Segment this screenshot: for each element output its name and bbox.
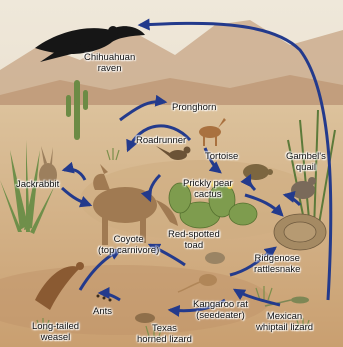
label-kangaroo-rat-line1: Kangaroo rat bbox=[193, 300, 248, 311]
label-tortoise-text: Tortoise bbox=[205, 152, 238, 163]
label-jackrabbit: Jackrabbit bbox=[16, 180, 59, 191]
label-kangaroo-rat-line2: (seedeater) bbox=[193, 311, 248, 322]
label-jackrabbit-text: Jackrabbit bbox=[16, 180, 59, 191]
label-ants: Ants bbox=[93, 307, 112, 318]
label-raven-line2: raven bbox=[84, 64, 135, 75]
label-horned-lizard-line1: Texas bbox=[137, 324, 192, 335]
label-coyote-line1: Coyote bbox=[98, 235, 159, 246]
label-rattlesnake: Ridgenose rattlesnake bbox=[254, 254, 300, 275]
label-quail: Gambel's quail bbox=[286, 152, 326, 173]
label-ants-text: Ants bbox=[93, 307, 112, 318]
label-cactus: Prickly pear cactus bbox=[183, 179, 233, 200]
label-toad-line1: Red-spotted bbox=[168, 230, 220, 241]
label-raven: Chihuahuan raven bbox=[84, 53, 135, 74]
label-cactus-line2: cactus bbox=[183, 190, 233, 201]
label-coyote-line2: (top carnivore) bbox=[98, 246, 159, 257]
label-coyote: Coyote (top carnivore) bbox=[98, 235, 159, 256]
horned-lizard-illustration bbox=[135, 313, 155, 323]
label-weasel-line2: weasel bbox=[32, 333, 79, 344]
label-tortoise: Tortoise bbox=[205, 152, 238, 163]
label-roadrunner: Roadrunner bbox=[136, 136, 186, 147]
label-toad-line2: toad bbox=[168, 241, 220, 252]
label-raven-line1: Chihuahuan bbox=[84, 53, 135, 64]
label-weasel-line1: Long-tailed bbox=[32, 322, 79, 333]
toad-illustration bbox=[205, 252, 225, 264]
rattlesnake-illustration bbox=[274, 214, 326, 250]
label-roadrunner-text: Roadrunner bbox=[136, 136, 186, 147]
label-quail-line1: Gambel's bbox=[286, 152, 326, 163]
label-weasel: Long-tailed weasel bbox=[32, 322, 79, 343]
label-toad: Red-spotted toad bbox=[168, 230, 220, 251]
label-cactus-line1: Prickly pear bbox=[183, 179, 233, 190]
label-horned-lizard: Texas horned lizard bbox=[137, 324, 192, 345]
label-whiptail-line1: Mexican bbox=[256, 312, 313, 323]
label-rattlesnake-line2: rattlesnake bbox=[254, 265, 300, 276]
label-pronghorn: Pronghorn bbox=[172, 103, 216, 114]
label-kangaroo-rat: Kangaroo rat (seedeater) bbox=[193, 300, 248, 321]
label-pronghorn-text: Pronghorn bbox=[172, 103, 216, 114]
label-horned-lizard-line2: horned lizard bbox=[137, 335, 192, 346]
label-quail-line2: quail bbox=[286, 163, 326, 174]
label-whiptail-line2: whiptail lizard bbox=[256, 323, 313, 334]
label-whiptail: Mexican whiptail lizard bbox=[256, 312, 313, 333]
label-rattlesnake-line1: Ridgenose bbox=[254, 254, 300, 265]
